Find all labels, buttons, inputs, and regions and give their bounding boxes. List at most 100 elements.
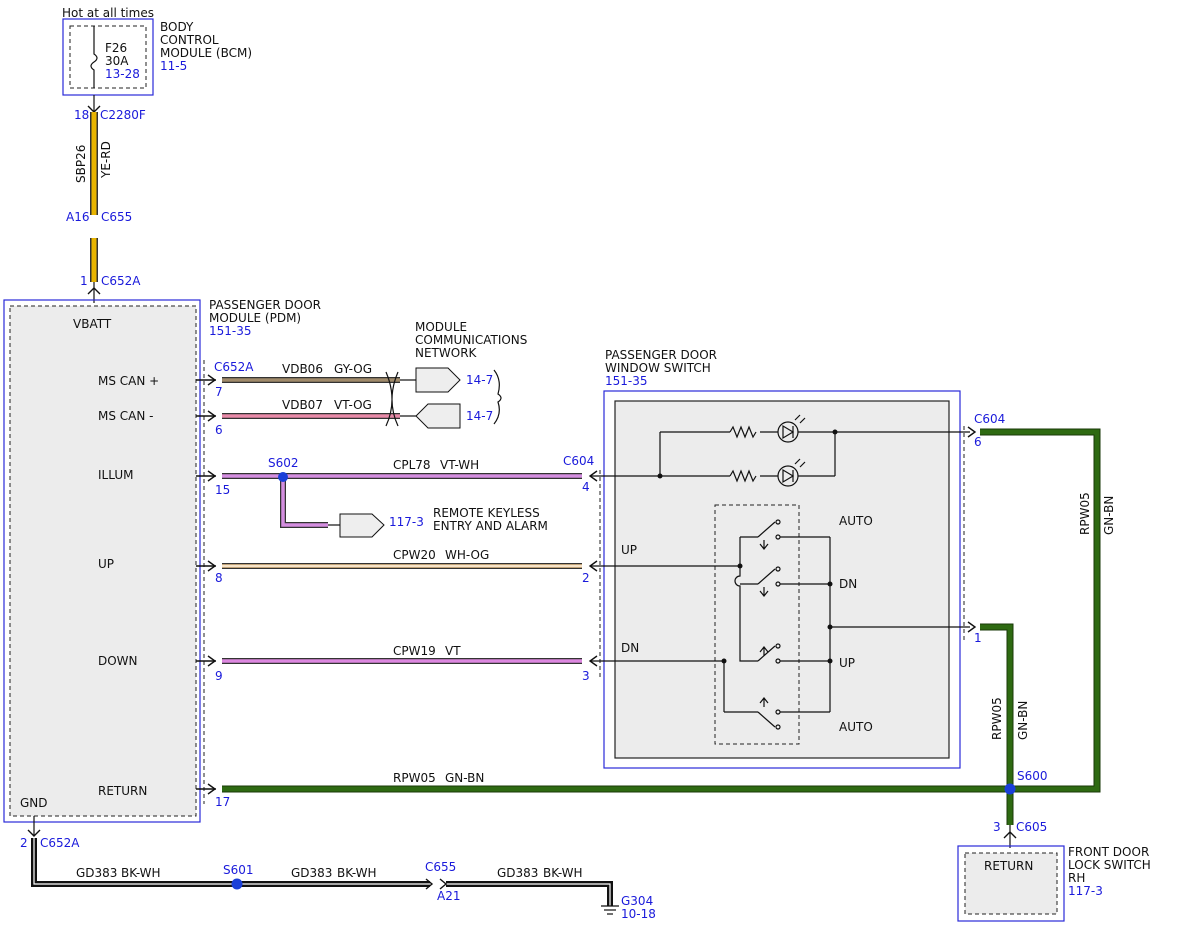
pdm-inner-box <box>9 305 197 817</box>
sbp26-color: YE-RD <box>99 141 113 179</box>
lock-switch-title-1: FRONT DOOR <box>1068 845 1149 859</box>
mcn-bracket <box>493 369 502 425</box>
pdm-title-2: MODULE (PDM) <box>209 311 301 325</box>
pdm-pin-9: 9 <box>215 669 223 683</box>
ws-title-2: WINDOW SWITCH <box>605 361 711 375</box>
lock-switch-title-2: LOCK SWITCH <box>1068 858 1151 872</box>
ws-pin-4: 4 <box>582 480 590 494</box>
pdm-ref: 151-35 <box>209 324 252 338</box>
mcn-title-2: COMMUNICATIONS <box>415 333 527 347</box>
bcm-ref: 11-5 <box>160 59 187 73</box>
hot-at-all-times-label: Hot at all times <box>62 6 154 20</box>
gd383-1-circuit: GD383 <box>76 866 117 880</box>
splice-s601 <box>231 878 243 890</box>
bcm-title-3: MODULE (BCM) <box>160 46 252 60</box>
gd383-3-color: BK-WH <box>543 866 583 880</box>
bcm-outer-box <box>62 18 154 96</box>
bcm-title-2: CONTROL <box>160 33 219 47</box>
c652a-top-name: C652A <box>101 274 141 288</box>
ws-pin-3: 3 <box>582 669 590 683</box>
c652a-bottom-pin: 2 <box>20 836 28 850</box>
cpw19-circuit: CPW19 <box>393 644 436 658</box>
ws-title-1: PASSENGER DOOR <box>605 348 717 362</box>
ws-up-position: UP <box>839 656 855 670</box>
fuse-f26-symbol <box>90 26 98 88</box>
pdm-pin-label-illum: ILLUM <box>98 468 133 482</box>
rke-title-2: ENTRY AND ALARM <box>433 519 548 533</box>
s600-label: S600 <box>1017 769 1048 783</box>
fuse-name: F26 <box>105 41 127 55</box>
pdm-pin-6: 6 <box>215 423 223 437</box>
gd383-1-color: BK-WH <box>121 866 161 880</box>
c604-right-pin-6: 6 <box>974 435 982 449</box>
s602-label: S602 <box>268 456 299 470</box>
vdb07-circuit: VDB07 <box>282 398 323 412</box>
mcn-ref-arrow-1 <box>415 367 461 393</box>
wire-rpw05-lock <box>980 624 1013 825</box>
rke-ref: 117-3 <box>389 515 424 529</box>
c655-top-pin: A16 <box>66 210 89 224</box>
pdm-pin-label-return: RETURN <box>98 784 147 798</box>
c605-arrow-icon <box>1003 831 1017 839</box>
c604-left-name: C604 <box>563 454 594 468</box>
rpw05-v1-color: GN-BN <box>1102 496 1116 535</box>
rpw05-v2-color: GN-BN <box>1016 701 1030 740</box>
lock-switch-outer-box <box>957 845 1065 922</box>
rke-title-1: REMOTE KEYLESS <box>433 506 540 520</box>
gd383-2-circuit: GD383 <box>291 866 332 880</box>
c655-bottom-name: C655 <box>425 860 456 874</box>
ws-auto-top: AUTO <box>839 514 873 528</box>
gd383-2-color: BK-WH <box>337 866 377 880</box>
lock-switch-title-3: RH <box>1068 871 1085 885</box>
lock-switch-ref: 117-3 <box>1068 884 1103 898</box>
splice-s600 <box>1004 783 1016 795</box>
mcn-ref-2: 14-7 <box>466 409 493 423</box>
rke-ref-arrow <box>339 513 385 538</box>
c652a-side-name: C652A <box>214 360 254 374</box>
ws-outer-box <box>603 390 961 769</box>
pdm-pin-17: 17 <box>215 795 230 809</box>
ws-up-input-label: UP <box>621 543 637 557</box>
rpw05-h-circuit: RPW05 <box>393 771 436 785</box>
ground-g304-icon <box>601 905 619 915</box>
bcm-title-1: BODY <box>160 20 194 34</box>
sbp26-circuit: SBP26 <box>74 145 88 183</box>
mcn-title-1: MODULE <box>415 320 467 334</box>
c652a-bottom-arrow-icon <box>27 829 41 837</box>
ws-dn-position: DN <box>839 577 857 591</box>
pdm-title-1: PASSENGER DOOR <box>209 298 321 312</box>
s601-label: S601 <box>223 863 254 877</box>
c655-top-name: C655 <box>101 210 132 224</box>
vdb06-color: GY-OG <box>334 362 372 376</box>
c655-bottom-arrows <box>425 878 448 890</box>
pdm-pin-label-up: UP <box>98 557 114 571</box>
pdm-gnd: GND <box>20 796 48 810</box>
c652a-bottom-name: C652A <box>40 836 80 850</box>
lock-switch-inner-box <box>964 852 1058 915</box>
cpl78-color: VT-WH <box>440 458 479 472</box>
twisted-pair-symbol <box>385 371 399 427</box>
pdm-pin-7: 7 <box>215 385 223 399</box>
bcm-inner-box <box>69 25 147 89</box>
cpw20-color: WH-OG <box>445 548 489 562</box>
mcn-title-3: NETWORK <box>415 346 478 360</box>
pdm-pin-15: 15 <box>215 483 230 497</box>
ws-inner-box <box>614 400 950 759</box>
ws-left-pin-arrows <box>588 470 598 667</box>
ws-illum-circuit <box>590 414 970 487</box>
mcn-ref-1: 14-7 <box>466 373 493 387</box>
c655-bottom-pin: A21 <box>437 889 460 903</box>
c2280f-pin: 18 <box>74 108 89 122</box>
fuse-rating: 30A <box>105 54 129 68</box>
c2280f-name: C2280F <box>100 108 146 122</box>
wire-gd383-3 <box>446 881 613 906</box>
pdm-vbatt: VBATT <box>73 317 112 331</box>
c652a-top-arrow-icon <box>87 287 101 295</box>
ws-dn-input-label: DN <box>621 641 639 655</box>
wire-rpw05-loop <box>980 429 1100 792</box>
ws-pin-2: 2 <box>582 571 590 585</box>
splice-s602 <box>278 472 288 482</box>
pdm-pin-arrows <box>196 374 217 795</box>
